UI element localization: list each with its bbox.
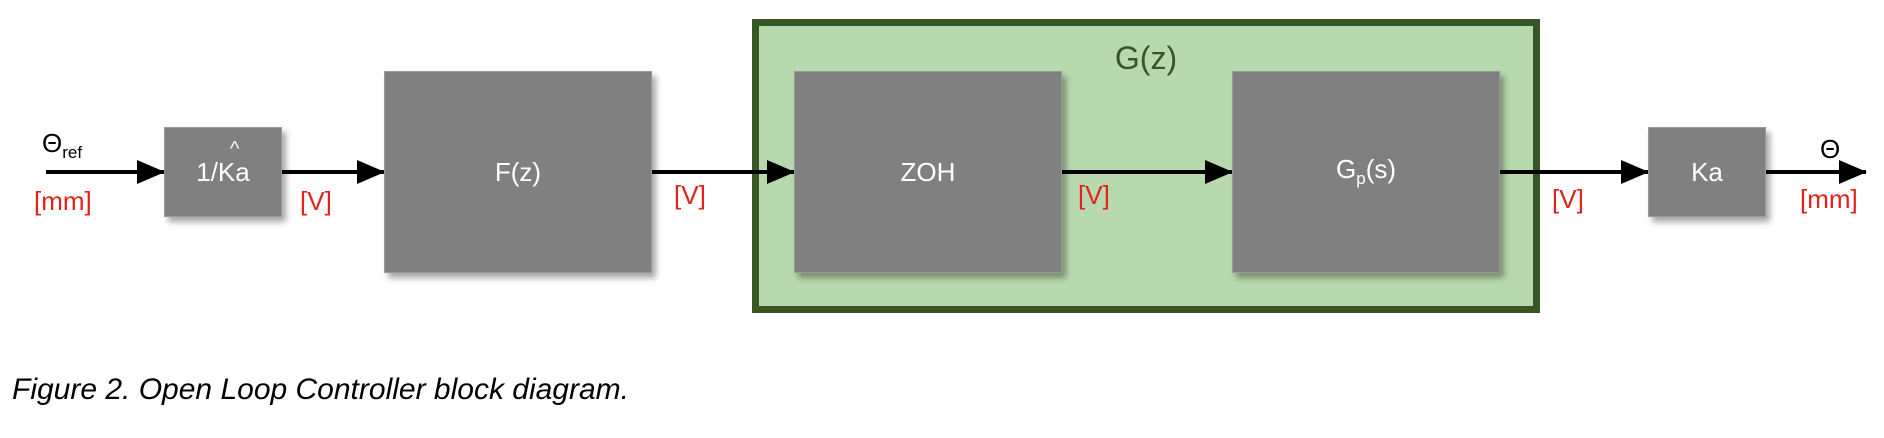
- block-inverse-ka-label: 1/Ka: [196, 156, 250, 187]
- block-fz: F(z): [384, 71, 652, 273]
- unit-after-zoh: [V]: [1078, 180, 1110, 210]
- block-fz-label: F(z): [494, 156, 542, 187]
- block-ka: Ka: [1648, 127, 1766, 217]
- figure-caption: Figure 2. Open Loop Controller block dia…: [12, 373, 629, 406]
- unit-after-gp: [V]: [1552, 184, 1584, 214]
- block-zoh: ZOH: [794, 71, 1062, 273]
- block-gp-label: Gp(s): [1335, 154, 1397, 189]
- signal-input-label: Θref: [42, 128, 83, 163]
- block-inverse-ka: 1/Ka: [164, 127, 282, 217]
- unit-after-fz: [V]: [674, 180, 706, 210]
- unit-output: [mm]: [1800, 184, 1858, 214]
- hat-accent-icon: ^: [230, 138, 240, 160]
- block-ka-label: Ka: [1691, 156, 1723, 187]
- block-zoh-label: ZOH: [900, 156, 956, 187]
- gz-group-title: G(z): [1114, 40, 1178, 76]
- unit-input: [mm]: [34, 186, 92, 216]
- signal-output-label: Θ: [1820, 134, 1841, 164]
- block-gp: Gp(s): [1232, 71, 1500, 273]
- unit-after-inverse-ka: [V]: [300, 186, 332, 216]
